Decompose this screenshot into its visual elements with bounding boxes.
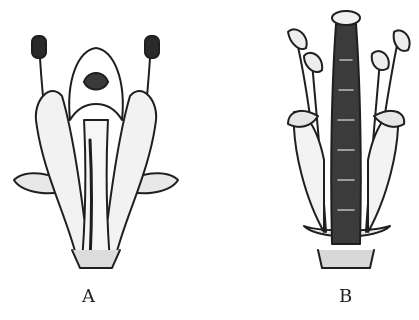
figure-label-a: A bbox=[82, 286, 95, 307]
flower-b-anther-l2 bbox=[304, 53, 322, 72]
flower-b-pistil bbox=[331, 24, 361, 244]
flower-a-column-shadow bbox=[90, 140, 92, 260]
flower-b-lobe-right bbox=[374, 111, 404, 127]
flower-a-hood-dark bbox=[84, 73, 108, 90]
flower-a-right-anther bbox=[145, 36, 159, 58]
flower-a-column bbox=[82, 120, 110, 262]
flower-a-left-anther bbox=[32, 36, 46, 58]
flower-a-drawing bbox=[14, 36, 178, 268]
flower-a-left-petal bbox=[36, 91, 88, 255]
flower-b-lobe-left bbox=[288, 111, 318, 127]
flower-a-base bbox=[72, 250, 120, 268]
flower-b-anther-l1 bbox=[288, 29, 307, 49]
flower-b-petal-right bbox=[368, 112, 398, 232]
figure-label-b: B bbox=[339, 286, 352, 307]
flower-b-drawing bbox=[288, 11, 410, 268]
flower-b-base bbox=[318, 250, 374, 268]
flower-b-anther-r2 bbox=[372, 51, 389, 70]
flower-b-petal-left bbox=[294, 112, 324, 232]
flower-b-stigma bbox=[332, 11, 360, 25]
